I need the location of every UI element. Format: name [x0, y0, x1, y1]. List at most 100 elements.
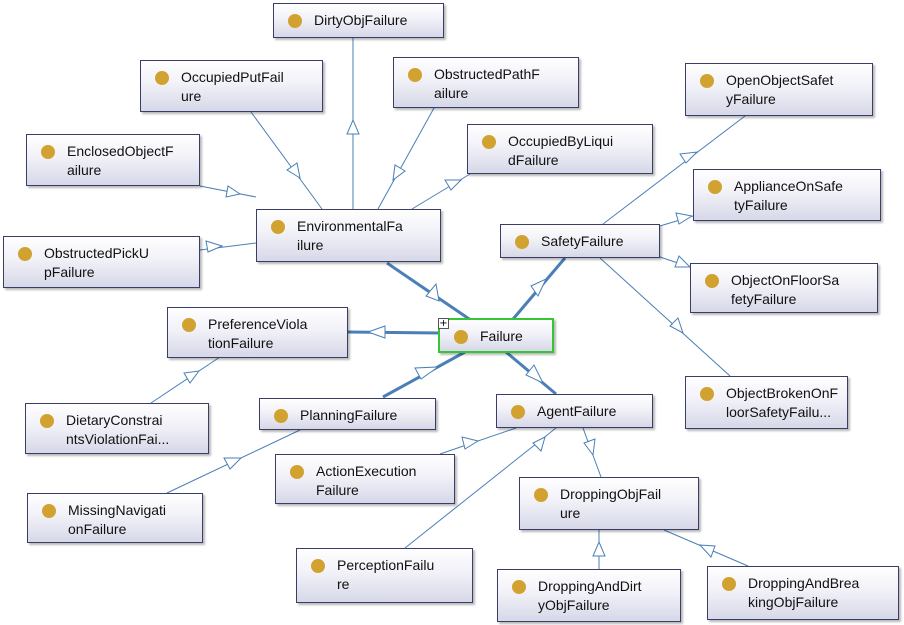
class-label: pFailure	[44, 264, 95, 280]
class-icon	[290, 465, 304, 479]
edge-dirty-environmental	[346, 38, 360, 209]
class-label: AgentFailure	[537, 403, 617, 419]
class-node-planning-failure[interactable]: PlanningFailure	[259, 398, 436, 430]
class-label: tionFailure	[208, 335, 274, 351]
class-node-object-broken-on-floor-safety-failure[interactable]: ObjectBrokenOnF loorSafetyFailu...	[685, 376, 848, 429]
class-label: ailure	[434, 85, 469, 101]
edge-appliance-safety	[659, 212, 694, 227]
class-node-occupied-put-failure[interactable]: OccupiedPutFail ure	[140, 60, 323, 112]
arrow-agent-failure	[525, 364, 545, 385]
class-node-appliance-on-safety-failure[interactable]: ApplianceOnSafe tyFailure	[693, 169, 881, 221]
class-label: ure	[181, 88, 202, 104]
class-icon	[274, 409, 288, 423]
class-label: DietaryConstrai	[66, 412, 163, 428]
class-label: DroppingAndDirt	[538, 578, 642, 594]
class-icon	[18, 247, 32, 261]
class-label: ObstructedPickU	[44, 245, 150, 261]
class-label: Failure	[316, 482, 359, 498]
edge-openobject-safety	[602, 115, 746, 225]
edge-brokenfloor-safety	[599, 257, 731, 377]
class-label: EnvironmentalFa	[297, 218, 403, 234]
class-icon	[40, 414, 54, 428]
class-node-dirty-obj-failure[interactable]: DirtyObjFailure	[273, 3, 444, 38]
expand-toggle-icon[interactable]: +	[438, 318, 449, 329]
class-node-preference-violation-failure[interactable]: PreferenceViola tionFailure	[167, 307, 348, 358]
class-node-enclosed-object-failure[interactable]: EnclosedObjectF ailure	[26, 134, 200, 186]
class-icon	[515, 235, 529, 249]
class-node-dropping-and-dirty-obj-failure[interactable]: DroppingAndDirt yObjFailure	[497, 569, 681, 622]
class-label: loorSafetyFailu...	[726, 404, 832, 420]
class-icon	[700, 387, 714, 401]
class-node-perception-failure[interactable]: PerceptionFailu re	[296, 548, 473, 603]
arrow-preference-failure	[366, 325, 386, 339]
class-node-dropping-obj-failure[interactable]: DroppingObjFail ure	[519, 477, 699, 530]
class-node-obstructed-pickup-failure[interactable]: ObstructedPickU pFailure	[3, 236, 200, 288]
class-label: PerceptionFailu	[337, 557, 435, 573]
class-node-obstructed-path-failure[interactable]: ObstructedPathF ailure	[393, 57, 579, 108]
class-node-action-execution-failure[interactable]: ActionExecution Failure	[275, 454, 455, 504]
class-label: ObstructedPathF	[434, 66, 540, 82]
class-icon	[511, 405, 525, 419]
edge-obstructedpickup-environmental	[199, 240, 257, 253]
class-label: EnclosedObjectF	[67, 143, 174, 159]
edge-dirtydrop-dropping	[592, 530, 606, 569]
edge-enclosed-environmental	[199, 185, 257, 198]
class-label: OpenObjectSafet	[726, 72, 834, 88]
class-node-environmental-failure[interactable]: EnvironmentalFa ilure	[256, 209, 441, 262]
class-node-safety-failure[interactable]: SafetyFailure	[500, 224, 660, 258]
edge-dropping-agent	[582, 427, 602, 478]
class-icon	[454, 330, 468, 344]
class-label: DroppingAndBrea	[748, 575, 860, 591]
class-label: ActionExecution	[316, 463, 417, 479]
class-node-open-object-safety-failure[interactable]: OpenObjectSafet yFailure	[685, 63, 873, 116]
class-label: yObjFailure	[538, 597, 610, 613]
edge-dietary-preference	[150, 356, 221, 404]
class-label: dFailure	[508, 152, 559, 168]
class-icon	[482, 135, 496, 149]
arrow-planning-failure	[414, 366, 440, 380]
class-label: ObjectOnFloorSa	[731, 272, 840, 288]
class-icon	[155, 71, 169, 85]
class-label: ure	[560, 505, 581, 521]
class-label: MissingNavigati	[68, 502, 167, 518]
class-label: ilure	[297, 237, 324, 253]
class-label: yFailure	[726, 91, 776, 107]
arrow-environmental-failure	[425, 282, 440, 302]
class-icon	[708, 180, 722, 194]
class-label: DroppingObjFail	[560, 486, 662, 502]
edge-floorsafety-safety	[659, 255, 692, 268]
class-node-missing-navigation-failure[interactable]: MissingNavigati onFailure	[27, 493, 203, 543]
class-node-object-on-floor-safety-failure[interactable]: ObjectOnFloorSa fetyFailure	[690, 263, 878, 313]
class-icon	[42, 504, 56, 518]
class-node-occupied-by-liquid-failure[interactable]: OccupiedByLiqui dFailure	[467, 124, 653, 174]
class-label: SafetyFailure	[541, 233, 624, 249]
class-label: tyFailure	[734, 197, 788, 213]
class-label: re	[337, 576, 350, 592]
class-icon	[705, 274, 719, 288]
class-icon	[41, 145, 55, 159]
class-node-dropping-and-breaking-obj-failure[interactable]: DroppingAndBrea kingObjFailure	[707, 566, 899, 620]
class-label: PreferenceViola	[208, 316, 308, 332]
edge-occupiedliquid-environmental	[411, 173, 471, 210]
class-label: OccupiedPutFail	[181, 69, 284, 85]
class-icon	[700, 74, 714, 88]
edge-missingnav-planning	[166, 429, 301, 494]
class-icon	[512, 580, 526, 594]
edge-perception-agent	[404, 427, 557, 549]
class-icon	[288, 14, 302, 28]
edge-breakdrop-dropping	[663, 529, 749, 567]
arrow-safety-failure	[530, 277, 548, 297]
class-label: PlanningFailure	[300, 407, 398, 423]
class-label: Failure	[480, 328, 523, 344]
class-node-failure[interactable]: + Failure	[438, 318, 554, 353]
class-label: ntsViolationFai...	[66, 431, 170, 447]
class-icon	[271, 220, 285, 234]
class-label: ApplianceOnSafe	[734, 178, 843, 194]
class-icon	[722, 577, 736, 591]
class-node-agent-failure[interactable]: AgentFailure	[496, 394, 653, 428]
class-icon	[534, 488, 548, 502]
edge-obstructedpath-environmental	[377, 107, 435, 210]
class-label: fetyFailure	[731, 291, 797, 307]
class-node-dietary-constraints-violation-failure[interactable]: DietaryConstrai ntsViolationFai...	[25, 403, 209, 454]
